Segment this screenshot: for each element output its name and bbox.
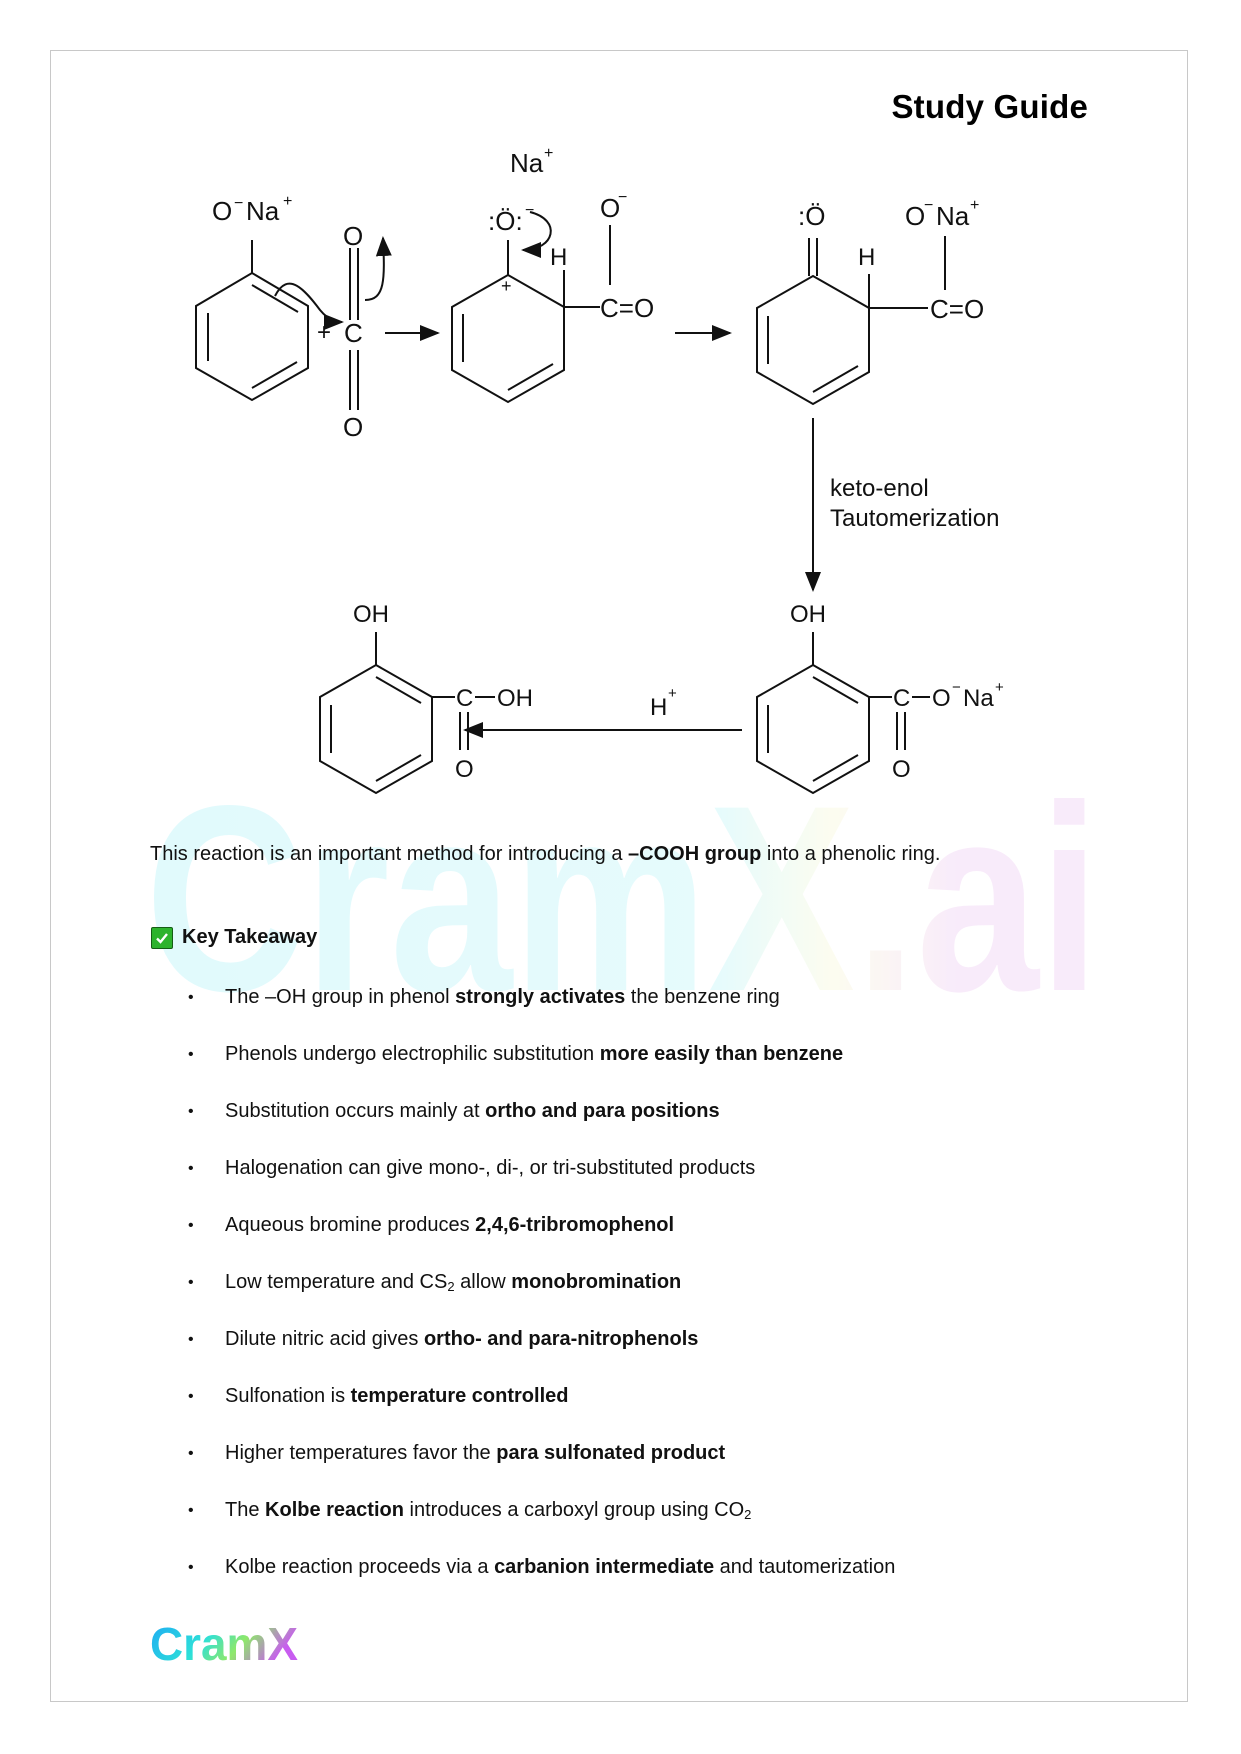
svg-text:H: H bbox=[550, 244, 567, 271]
tautomerization-label-1: keto-enol bbox=[830, 475, 929, 502]
kolbe-reaction-diagram: O − Na + + C O O Na + + bbox=[170, 140, 1070, 820]
svg-text:Na: Na bbox=[936, 201, 970, 231]
svg-text:+: + bbox=[501, 276, 512, 296]
paragraph-text: This reaction is an important method for… bbox=[150, 843, 629, 865]
svg-text:OH: OH bbox=[790, 601, 826, 628]
key-takeaway-heading: Key Takeaway bbox=[151, 926, 317, 949]
svg-text:O: O bbox=[892, 756, 911, 783]
svg-text:−: − bbox=[924, 197, 933, 214]
svg-text:+: + bbox=[995, 679, 1004, 696]
svg-text:O: O bbox=[932, 685, 951, 712]
svg-text:H: H bbox=[858, 244, 875, 271]
page-border bbox=[50, 50, 1188, 1702]
svg-text::Ö:: :Ö: bbox=[488, 206, 523, 236]
svg-text:H: H bbox=[650, 694, 667, 721]
svg-text:O: O bbox=[600, 193, 620, 223]
svg-text:Na: Na bbox=[246, 196, 280, 226]
intermediate-molecule: Na + + :Ö: − H O − C=O bbox=[451, 145, 654, 404]
svg-text:+: + bbox=[283, 193, 292, 210]
summary-paragraph: This reaction is an important method for… bbox=[150, 843, 940, 866]
svg-text:O: O bbox=[343, 221, 363, 251]
svg-text:C=O: C=O bbox=[930, 294, 984, 324]
svg-text:−: − bbox=[952, 679, 961, 696]
paragraph-text-end: into a phenolic ring. bbox=[761, 843, 941, 865]
page-title: Study Guide bbox=[891, 88, 1088, 125]
sodium-salicylate-molecule: OH C O − Na + O bbox=[756, 601, 1004, 795]
svg-text::Ö: :Ö bbox=[798, 201, 825, 231]
svg-text:C: C bbox=[344, 318, 363, 348]
logo-text: CramX bbox=[150, 1618, 298, 1670]
svg-text:+: + bbox=[668, 685, 677, 702]
svg-text:C: C bbox=[893, 685, 910, 712]
svg-text:C=O: C=O bbox=[600, 293, 654, 323]
svg-text:Na: Na bbox=[963, 685, 994, 712]
co2-molecule: + C O O bbox=[317, 221, 440, 442]
check-box-icon bbox=[151, 926, 173, 949]
svg-text:O: O bbox=[212, 196, 232, 226]
svg-text:O: O bbox=[905, 201, 925, 231]
svg-text:OH: OH bbox=[353, 601, 389, 628]
keto-molecule: :Ö H O − Na + C=O bbox=[756, 197, 984, 406]
key-takeaway-title: Key Takeaway bbox=[182, 926, 318, 948]
salicylic-acid-molecule: OH C OH O bbox=[319, 601, 533, 795]
svg-text:−: − bbox=[234, 195, 243, 212]
svg-text:Na: Na bbox=[510, 148, 544, 178]
svg-text:O: O bbox=[455, 756, 474, 783]
svg-text:+: + bbox=[544, 145, 553, 162]
paragraph-bold: –COOH group bbox=[628, 843, 762, 865]
svg-text:+: + bbox=[970, 197, 979, 214]
tautomerization-label-2: Tautomerization bbox=[830, 505, 999, 532]
cramx-logo: CramX bbox=[150, 1618, 300, 1670]
svg-text:+: + bbox=[317, 319, 331, 346]
svg-text:−: − bbox=[618, 189, 627, 206]
svg-text:−: − bbox=[525, 202, 534, 219]
phenoxide-molecule: O − Na + bbox=[195, 193, 344, 402]
svg-text:C: C bbox=[456, 685, 473, 712]
svg-text:OH: OH bbox=[497, 685, 533, 712]
svg-text:O: O bbox=[343, 412, 363, 442]
